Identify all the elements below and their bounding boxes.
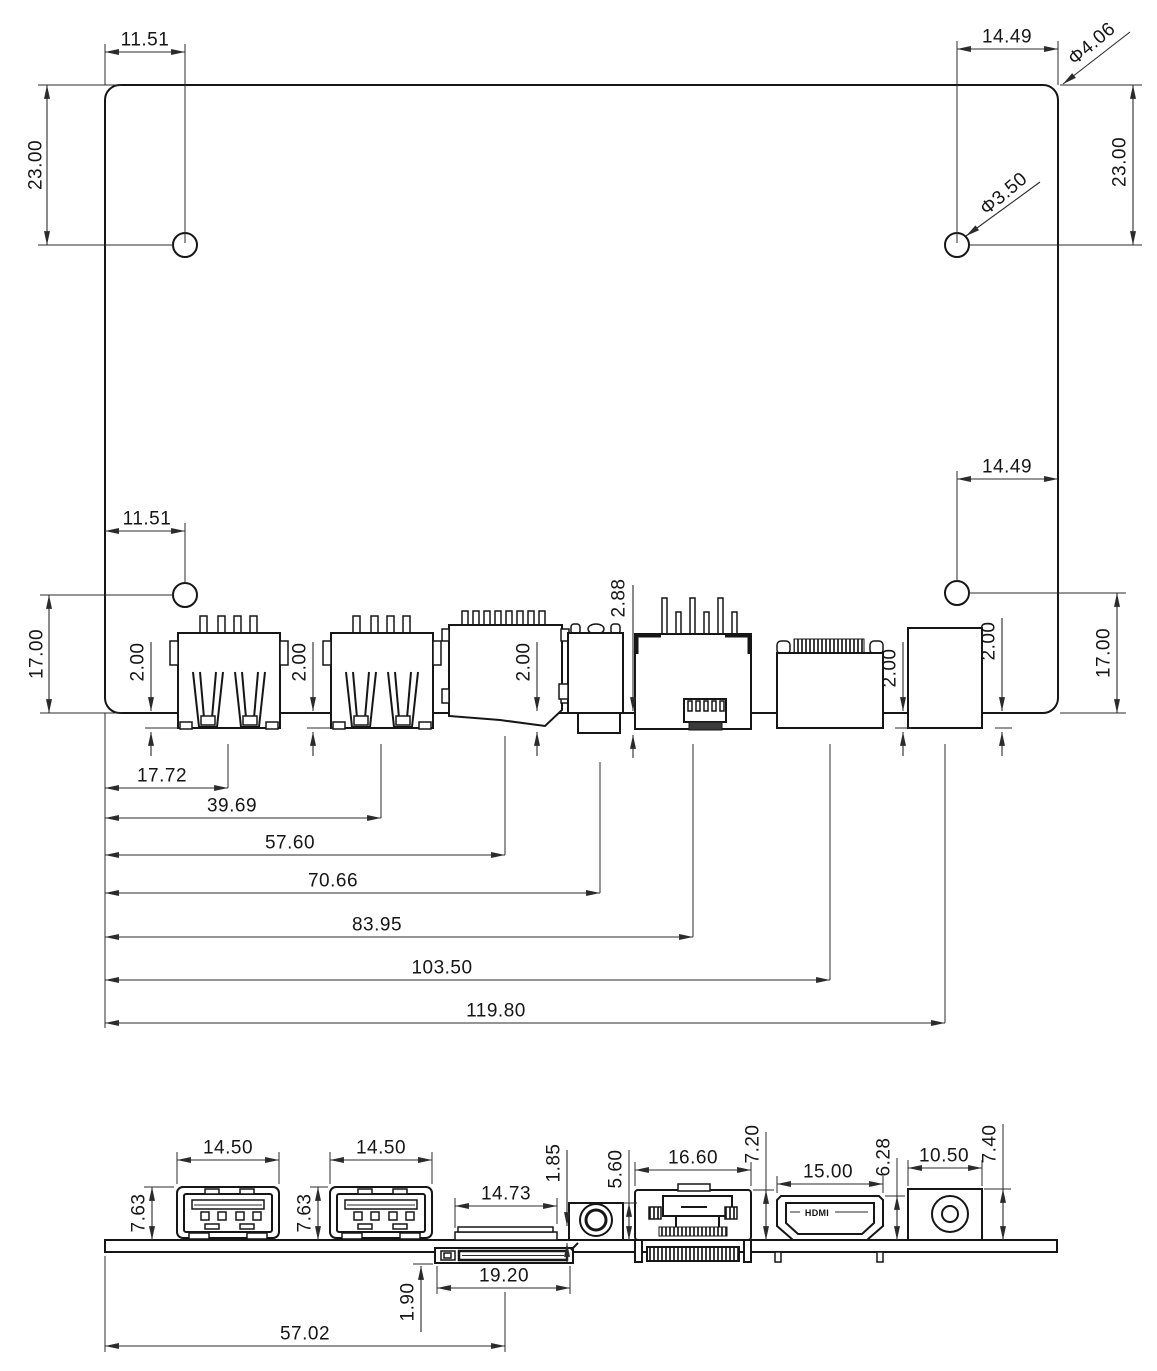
svg-text:2.00: 2.00 <box>514 643 535 682</box>
dim-ethernet-height: 7.20 <box>743 1125 764 1164</box>
overhang-dim-audio: 2.88 <box>609 579 636 758</box>
dim-hole-bottom-right-offset-y: 17.00 <box>1094 628 1115 678</box>
dim-chain-power: 119.80 <box>466 1001 526 1022</box>
svg-text:2.00: 2.00 <box>880 649 901 688</box>
dim-chain-sd: 57.60 <box>265 833 315 854</box>
dim-hole-right-offset-x: 14.49 <box>982 27 1032 48</box>
dim-sd-height: 1.85 <box>544 1144 565 1183</box>
overhang-dim-usb1: 2.00 <box>128 642 180 756</box>
pcb-edge <box>104 1239 1058 1253</box>
dim-usb1-height: 7.63 <box>129 1194 150 1233</box>
audio-jack-top-view <box>558 623 624 734</box>
mounting-hole-bottom-left <box>172 582 198 608</box>
front-view-dimensions: 14.50 14.50 7.63 7.63 14.73 1.85 <box>104 1124 1011 1352</box>
hdmi-front-view: HDMI <box>774 1195 884 1263</box>
mounting-hole-bottom-right <box>944 580 970 606</box>
ethernet-front-view <box>634 1183 752 1263</box>
dim-ethernet-width: 16.60 <box>668 1148 718 1169</box>
overhang-dim-hdmi: 2.00 <box>880 642 912 756</box>
usb2-front-view <box>329 1186 433 1240</box>
top-view-dimensions: 11.51 23.00 14.49 Φ4.06 Φ3.50 23.00 <box>26 18 1142 1028</box>
overhang-dim-sd: 2.00 <box>514 642 540 756</box>
dim-audio-height: 5.60 <box>606 1150 627 1189</box>
svg-text:2.00: 2.00 <box>290 643 311 682</box>
usb1-front-view <box>176 1186 280 1240</box>
sd-slot-top-view <box>441 610 570 728</box>
dim-hole-left-offset-y: 23.00 <box>26 140 47 190</box>
dim-hole-right-offset-y: 23.00 <box>1110 137 1131 187</box>
front-view: HDMI 14.50 14.50 7.63 7.6 <box>104 1124 1058 1352</box>
dim-sd-slot-width: 19.20 <box>479 1266 529 1287</box>
svg-text:2.88: 2.88 <box>609 579 630 618</box>
dim-sd-slot-drop: 1.90 <box>398 1283 419 1322</box>
dim-hole-bottom-left-offset-x: 11.51 <box>123 509 172 530</box>
dim-chain-audio: 70.66 <box>308 871 358 892</box>
dim-hdmi-height: 6.28 <box>874 1138 895 1177</box>
dim-usb2-height: 7.63 <box>295 1194 316 1233</box>
audio-jack-front-view <box>568 1202 624 1241</box>
svg-text:2.00: 2.00 <box>128 643 149 682</box>
hdmi-logo-label: HDMI <box>805 1208 829 1218</box>
usb2-top-view <box>322 615 442 730</box>
dim-hdmi-width: 15.00 <box>803 1162 853 1183</box>
dim-usb1-width: 14.50 <box>203 1138 253 1159</box>
dim-hole-bottom-right-offset-x: 14.49 <box>982 457 1032 478</box>
dim-usb2-width: 14.50 <box>356 1138 406 1159</box>
dim-sd-width: 14.73 <box>481 1184 531 1205</box>
power-jack-front-view <box>907 1188 983 1241</box>
dim-hole-bottom-left-offset-y: 17.00 <box>27 629 48 679</box>
top-view: 11.51 23.00 14.49 Φ4.06 Φ3.50 23.00 <box>26 18 1142 1028</box>
dim-power-width: 10.50 <box>919 1146 969 1167</box>
usb1-top-view <box>169 615 289 730</box>
dim-power-height: 7.40 <box>980 1125 1001 1164</box>
dim-chain-hdmi: 103.50 <box>411 958 472 979</box>
power-jack-top-view <box>907 627 983 729</box>
ethernet-top-view <box>634 597 752 731</box>
svg-text:2.00: 2.00 <box>979 622 1000 661</box>
sd-slot-front-view <box>454 1226 558 1241</box>
hdmi-top-view <box>776 638 884 729</box>
dim-chain-usb1: 17.72 <box>137 766 187 787</box>
dim-hole-left-offset-x: 11.51 <box>121 30 170 51</box>
dim-sd-center-offset: 57.02 <box>280 1324 330 1345</box>
dim-chain-usb2: 39.69 <box>207 796 257 817</box>
overhang-dim-usb2: 2.00 <box>290 642 333 756</box>
overhang-dim-power: 2.00 <box>979 618 1012 756</box>
board-outline <box>104 84 1059 714</box>
dim-chain-ethernet: 83.95 <box>352 915 402 936</box>
sd-slot-underside <box>434 1242 579 1264</box>
